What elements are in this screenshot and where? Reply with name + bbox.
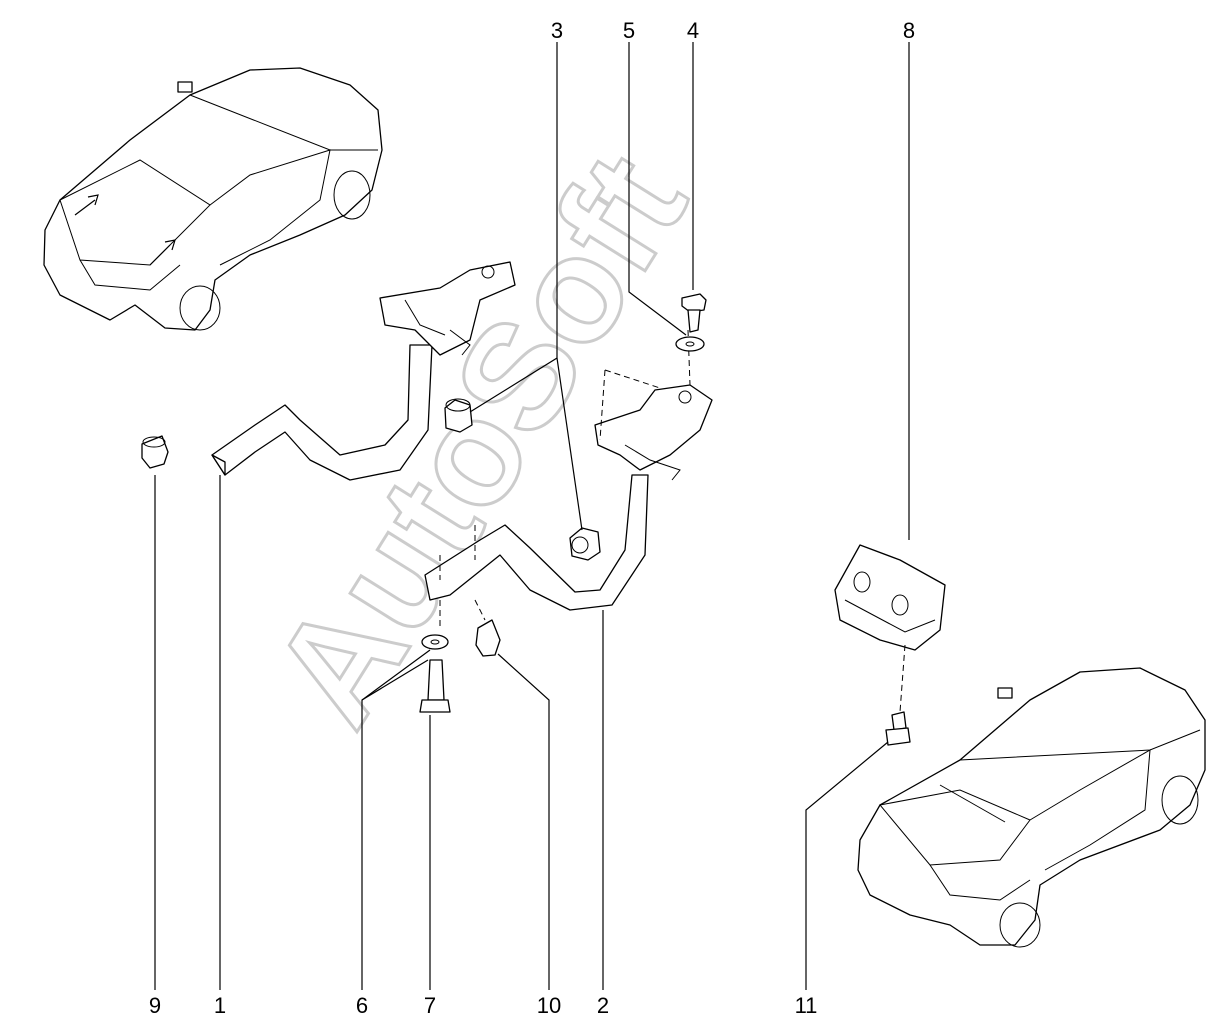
leader-lines [154,42,910,990]
callout-2: 2 [597,993,609,1018]
callout-6: 6 [356,993,368,1018]
callout-10: 10 [537,993,561,1018]
bushing-lower [569,527,601,561]
callout-8: 8 [903,18,915,43]
washer-5 [675,336,705,352]
hinge-arm-left [211,261,516,481]
car-rear-view-left [43,67,383,331]
washer-6 [421,634,449,650]
callout-7: 7 [424,993,436,1018]
callout-11: 11 [795,993,818,1018]
callout-1: 1 [214,993,226,1018]
callout-9: 9 [149,993,161,1018]
bolt-11 [885,644,911,746]
callout-3: 3 [551,18,563,43]
bolt-7 [419,659,451,713]
bushing-upper [444,398,473,433]
hinge-arm-right [424,329,713,630]
callout-5: 5 [623,18,635,43]
buffer-9 [141,435,169,469]
buffer-10 [475,619,501,657]
bolt-4 [681,293,707,333]
car-rear-view-right [857,667,1206,948]
bracket-8 [834,544,946,651]
callout-4: 4 [687,18,699,43]
